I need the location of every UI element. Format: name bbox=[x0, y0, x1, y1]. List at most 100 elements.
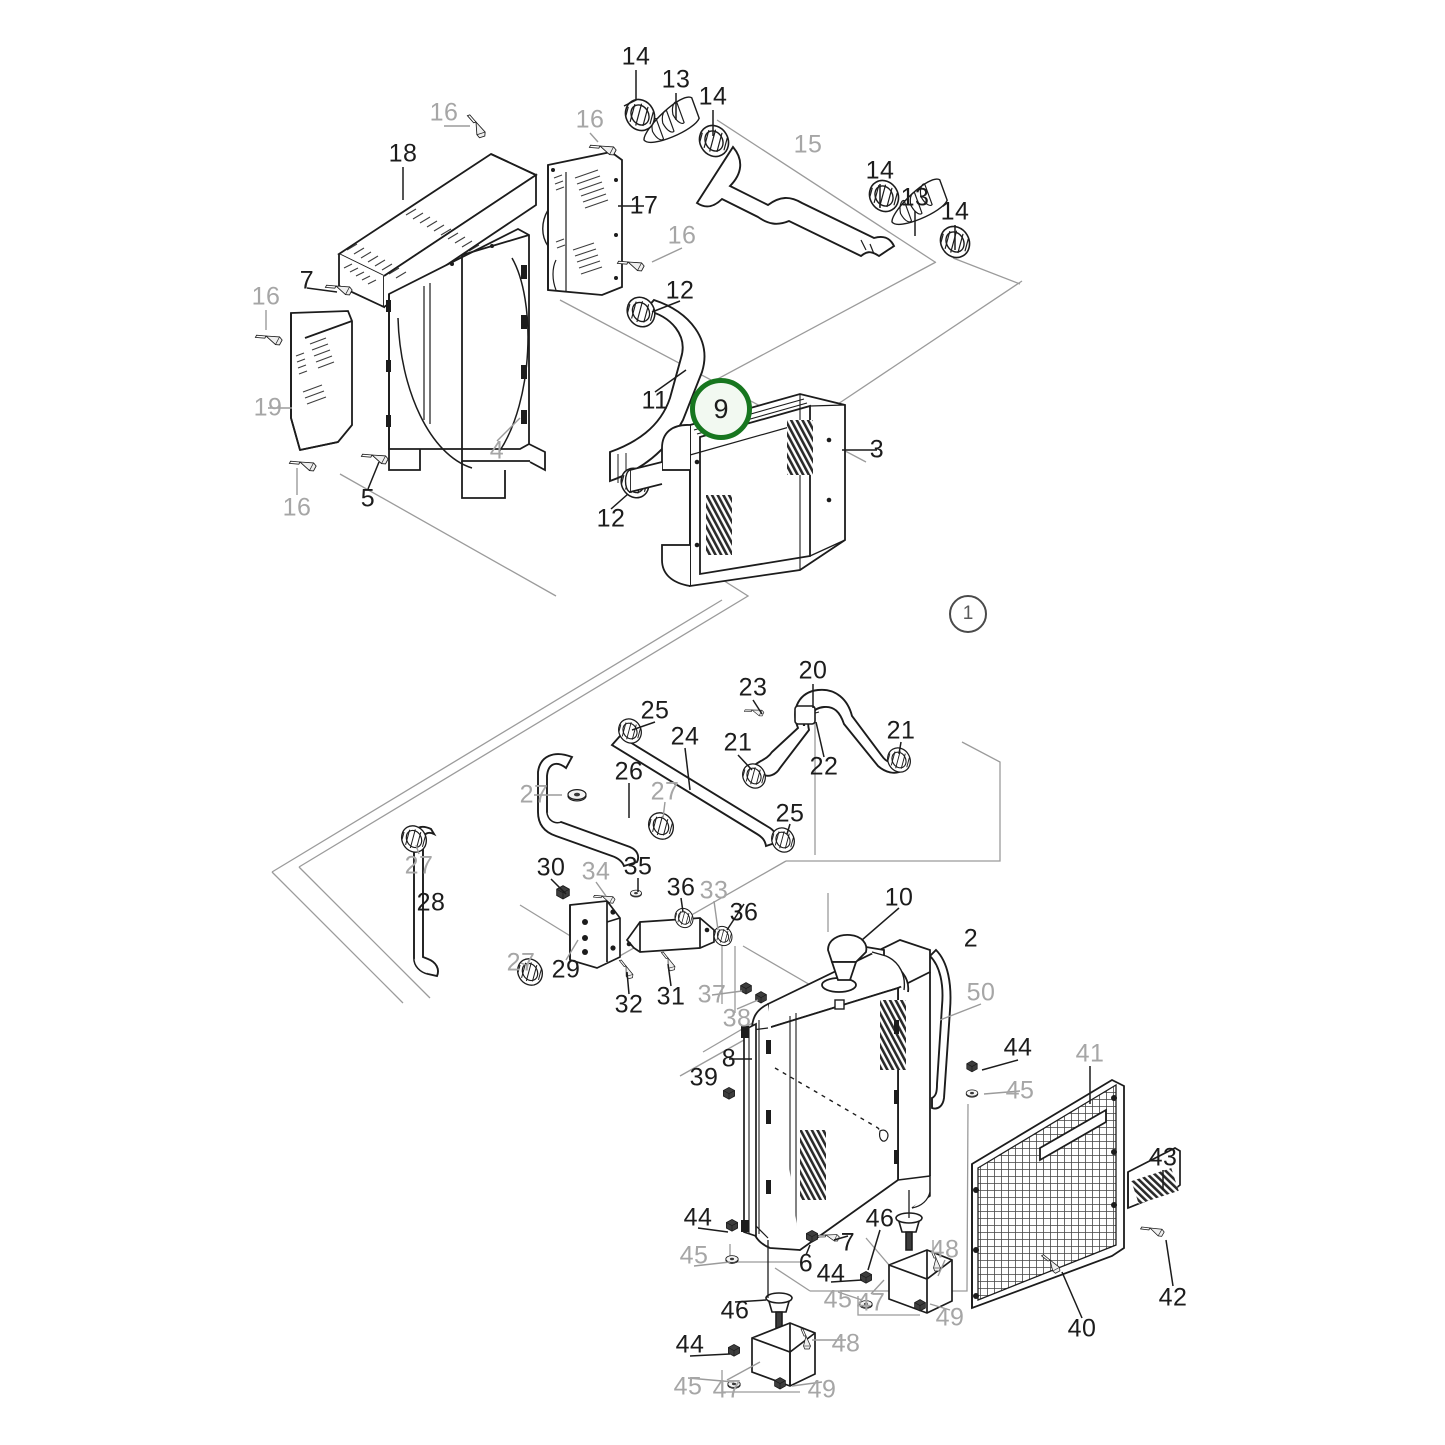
part-17-right-guard bbox=[542, 151, 623, 296]
callout-label-13: 13 bbox=[661, 65, 691, 94]
callout-label-21: 21 bbox=[886, 716, 916, 745]
callout-label-14: 14 bbox=[621, 42, 651, 71]
highlighted-callout-badge-9[interactable]: 9 bbox=[690, 378, 752, 440]
callout-label-29: 29 bbox=[551, 955, 581, 984]
callout-label-22: 22 bbox=[809, 752, 839, 781]
callout-label-30: 30 bbox=[536, 853, 566, 882]
callout-label-46: 46 bbox=[720, 1296, 750, 1325]
callout-label-49: 49 bbox=[807, 1375, 837, 1404]
callout-label-44: 44 bbox=[675, 1330, 705, 1359]
callout-label-8: 8 bbox=[721, 1044, 737, 1073]
callout-label-25: 25 bbox=[775, 799, 805, 828]
callout-label-48: 48 bbox=[930, 1235, 960, 1264]
callout-label-19: 19 bbox=[253, 393, 283, 422]
callout-label-36: 36 bbox=[666, 873, 696, 902]
callout-label-13: 13 bbox=[900, 183, 930, 212]
callout-label-47: 47 bbox=[856, 1288, 886, 1317]
callout-label-15: 15 bbox=[793, 130, 823, 159]
callout-label-45: 45 bbox=[679, 1241, 709, 1270]
part-3-charge-air-cooler bbox=[624, 393, 846, 588]
callout-label-26: 26 bbox=[614, 757, 644, 786]
coolant-tubes bbox=[413, 688, 952, 1110]
callout-label-44: 44 bbox=[1003, 1033, 1033, 1062]
callout-label-12: 12 bbox=[596, 504, 626, 533]
callout-label-36: 36 bbox=[729, 898, 759, 927]
callout-label-45: 45 bbox=[673, 1372, 703, 1401]
callout-label-18: 18 bbox=[388, 139, 418, 168]
callout-label-43: 43 bbox=[1148, 1143, 1178, 1172]
callout-label-24: 24 bbox=[670, 722, 700, 751]
callout-label-16: 16 bbox=[251, 282, 281, 311]
callout-label-12: 12 bbox=[665, 276, 695, 305]
callout-badge-1[interactable]: 1 bbox=[949, 595, 987, 633]
callout-label-21: 21 bbox=[723, 728, 753, 757]
callout-label-14: 14 bbox=[698, 82, 728, 111]
callout-label-16: 16 bbox=[429, 98, 459, 127]
part-12-clamp-top bbox=[621, 291, 661, 333]
part-46-mount-right bbox=[895, 1190, 923, 1251]
callout-label-10: 10 bbox=[884, 883, 914, 912]
leader-lines bbox=[306, 70, 1174, 1357]
fan-shroud-assembly bbox=[290, 151, 623, 499]
callout-label-45: 45 bbox=[1005, 1076, 1035, 1105]
callout-label-48: 48 bbox=[831, 1329, 861, 1358]
callout-label-27: 27 bbox=[650, 777, 680, 806]
callout-label-14: 14 bbox=[940, 197, 970, 226]
tube-clamps bbox=[396, 703, 916, 991]
callout-label-27: 27 bbox=[404, 851, 434, 880]
part-46-mount-left bbox=[765, 1240, 793, 1331]
callout-label-32: 32 bbox=[614, 990, 644, 1019]
callout-label-37: 37 bbox=[697, 980, 727, 1009]
callout-label-45: 45 bbox=[823, 1285, 853, 1314]
callout-label-39: 39 bbox=[689, 1063, 719, 1092]
callout-label-46: 46 bbox=[865, 1204, 895, 1233]
callout-label-23: 23 bbox=[738, 673, 768, 702]
part-39-nut bbox=[723, 1087, 735, 1100]
callout-label-17: 17 bbox=[629, 191, 659, 220]
callout-label-40: 40 bbox=[1067, 1314, 1097, 1343]
callout-label-49: 49 bbox=[935, 1303, 965, 1332]
callout-label-50: 50 bbox=[966, 978, 996, 1007]
bottom-hardware bbox=[725, 1060, 1166, 1390]
callout-label-14: 14 bbox=[865, 156, 895, 185]
callout-label-4: 4 bbox=[489, 436, 505, 465]
callout-label-20: 20 bbox=[798, 656, 828, 685]
callout-label-2: 2 bbox=[963, 924, 979, 953]
callout-label-3: 3 bbox=[869, 435, 885, 464]
callout-label-6: 6 bbox=[798, 1249, 814, 1278]
part-47-isolator-left bbox=[751, 1322, 816, 1387]
part-19-left-guard bbox=[290, 310, 353, 452]
callout-label-16: 16 bbox=[667, 221, 697, 250]
callout-label-34: 34 bbox=[581, 857, 611, 886]
callout-label-16: 16 bbox=[575, 105, 605, 134]
brackets-29-33 bbox=[569, 900, 715, 969]
part-4-fan-shroud bbox=[386, 227, 546, 499]
part-15-hose bbox=[695, 145, 896, 258]
callout-label-44: 44 bbox=[683, 1203, 713, 1232]
callout-label-35: 35 bbox=[623, 852, 653, 881]
part-43-filter-plate bbox=[1127, 1147, 1181, 1210]
callout-label-31: 31 bbox=[656, 982, 686, 1011]
part-8-oil-cooler bbox=[741, 1022, 757, 1238]
callout-label-38: 38 bbox=[722, 1004, 752, 1033]
callout-label-16: 16 bbox=[282, 493, 312, 522]
part-41-grille bbox=[971, 1078, 1125, 1310]
callout-label-7: 7 bbox=[840, 1228, 856, 1257]
part-2-radiator bbox=[751, 934, 931, 1252]
callout-label-25: 25 bbox=[640, 696, 670, 725]
callout-label-33: 33 bbox=[699, 876, 729, 905]
part-18-upper-baffle bbox=[337, 152, 538, 309]
callout-label-47: 47 bbox=[712, 1375, 742, 1404]
callout-label-7: 7 bbox=[299, 266, 315, 295]
callout-label-5: 5 bbox=[360, 484, 376, 513]
charge-air-piping bbox=[619, 93, 976, 264]
callout-label-11: 11 bbox=[641, 386, 669, 415]
leader-lines-secondary bbox=[265, 125, 1021, 1387]
callout-label-27: 27 bbox=[506, 948, 536, 977]
callout-label-44: 44 bbox=[816, 1259, 846, 1288]
callout-label-41: 41 bbox=[1075, 1039, 1105, 1068]
callout-label-27: 27 bbox=[519, 780, 549, 809]
callout-label-42: 42 bbox=[1158, 1283, 1188, 1312]
